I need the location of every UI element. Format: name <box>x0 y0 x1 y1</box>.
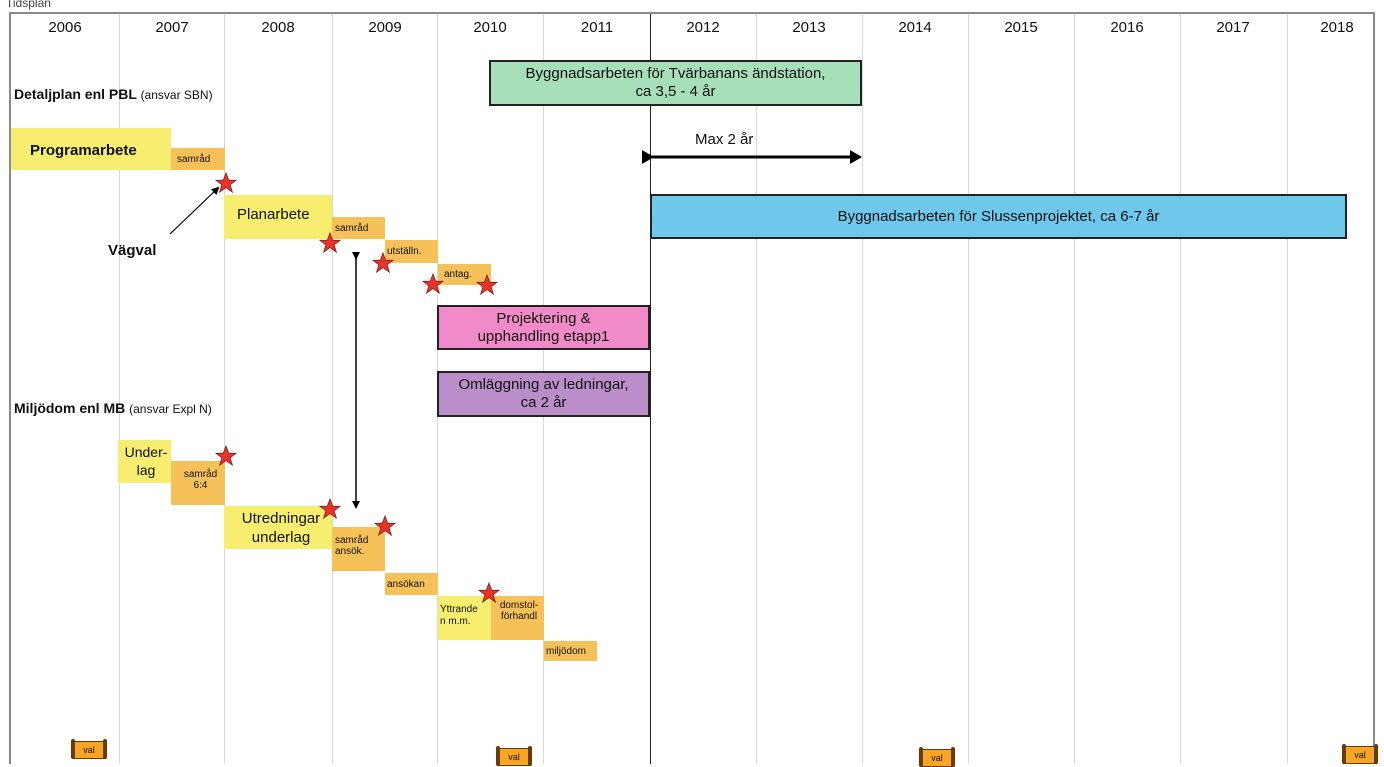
val-scroll-icon: val <box>496 746 532 766</box>
year-label: 2012 <box>686 19 720 36</box>
projektering-line1: Projektering & <box>496 309 591 327</box>
val-scroll-icon: val <box>71 739 107 759</box>
year-divider <box>332 14 333 764</box>
year-divider <box>1287 14 1288 764</box>
omlaggning-line1: Omläggning av ledningar, <box>458 376 629 393</box>
milestone-star-icon <box>478 582 500 604</box>
milestone-star-icon <box>372 252 394 274</box>
milestone-star-icon <box>215 445 237 467</box>
domstol-box: domstol- förhandl <box>491 596 544 640</box>
samrad-6-4-box: samråd 6:4 <box>171 461 225 505</box>
projektering-line2: upphandling etapp1 <box>477 327 610 345</box>
utredningar-line2: underlag <box>251 529 311 546</box>
utredningar-line1: Utredningar <box>241 510 321 527</box>
section-miljodom: Miljödom enl MB (ansvar Expl N) <box>14 400 212 416</box>
year-label: 2011 <box>580 19 614 36</box>
milestone-star-icon <box>319 232 341 254</box>
year-label: 2018 <box>1320 19 1354 36</box>
domstol-line1: domstol- <box>499 600 539 611</box>
projektering-box: Projektering & upphandling etapp1 <box>437 305 650 350</box>
year-label: 2014 <box>898 19 932 36</box>
underlag-box: Under- lag <box>118 440 171 483</box>
section-detaljplan-title: Detaljplan enl PBL <box>14 86 137 102</box>
tvarbanan-line1: Byggnadsarbeten för Tvärbanans ändstatio… <box>525 65 826 82</box>
tvarbanan-box: Byggnadsarbeten för Tvärbanans ändstatio… <box>489 60 862 106</box>
domstol-line2: förhandl <box>500 611 538 622</box>
omlaggning-line2: ca 2 år <box>520 394 567 411</box>
planarbete-box: Planarbete <box>224 195 332 239</box>
year-divider <box>1180 14 1181 764</box>
val-scroll-icon: val <box>1342 744 1378 764</box>
year-divider <box>756 14 757 764</box>
year-label: 2010 <box>473 19 507 36</box>
milestone-star-icon <box>215 172 237 194</box>
year-divider <box>1074 14 1075 764</box>
yttrande-box: Yttrande n m.m. <box>438 596 491 640</box>
section-detaljplan-sub: (ansvar SBN) <box>140 88 213 102</box>
year-label: 2009 <box>368 19 402 36</box>
section-miljodom-title: Miljödom enl MB <box>14 400 126 416</box>
omlaggning-box: Omläggning av ledningar, ca 2 år <box>437 371 650 417</box>
year-label: 2007 <box>155 19 189 36</box>
year-divider <box>224 14 225 764</box>
samrad-box: samråd <box>171 148 225 170</box>
milestone-star-icon <box>319 498 341 520</box>
milestone-star-icon <box>422 273 444 295</box>
top-caption: Tidsplan <box>6 0 51 10</box>
samrad-box: samråd <box>332 217 385 239</box>
samrad-ansok-box: samråd ansök. <box>332 527 385 571</box>
year-label: 2017 <box>1216 19 1250 36</box>
year-label: 2013 <box>792 19 826 36</box>
ansokan-box: ansökan <box>385 573 438 595</box>
samrad-ansok-line1: samråd <box>335 535 369 546</box>
section-detaljplan: Detaljplan enl PBL (ansvar SBN) <box>14 86 213 102</box>
year-divider <box>862 14 863 764</box>
max-2-ar-label: Max 2 år <box>695 131 754 148</box>
underlag-line2: lag <box>136 462 156 478</box>
samrad-6-4-line2: 6:4 <box>193 480 208 491</box>
miljodom-box: miljödom <box>544 641 597 661</box>
tvarbanan-line2: ca 3,5 - 4 år <box>635 83 716 100</box>
vagval-label: Vägval <box>108 242 157 259</box>
year-label: 2006 <box>48 19 82 36</box>
programarbete-box: Programarbete <box>11 128 171 170</box>
yttrande-line1: Yttrande <box>440 604 478 615</box>
year-divider <box>968 14 969 764</box>
antagande-box: antag. <box>438 264 491 285</box>
section-miljodom-sub: (ansvar Expl N) <box>129 402 212 416</box>
utstallning-box: utställn. <box>385 240 438 263</box>
milestone-star-icon <box>374 515 396 537</box>
val-scroll-icon: val <box>919 747 955 767</box>
utredningar-box: Utredningar underlag <box>224 506 332 549</box>
year-divider <box>650 14 651 764</box>
slussen-box: Byggnadsarbeten för Slussenprojektet, ca… <box>650 194 1347 239</box>
milestone-star-icon <box>476 274 498 296</box>
yttrande-line2: n m.m. <box>440 616 471 627</box>
diagram-frame <box>9 12 1375 764</box>
year-label: 2008 <box>261 19 295 36</box>
samrad-6-4-line1: samråd <box>183 469 218 480</box>
samrad-ansok-line2: ansök. <box>335 546 365 557</box>
underlag-line1: Under- <box>124 444 168 460</box>
year-label: 2016 <box>1110 19 1144 36</box>
year-label: 2015 <box>1004 19 1038 36</box>
year-divider <box>119 14 120 764</box>
